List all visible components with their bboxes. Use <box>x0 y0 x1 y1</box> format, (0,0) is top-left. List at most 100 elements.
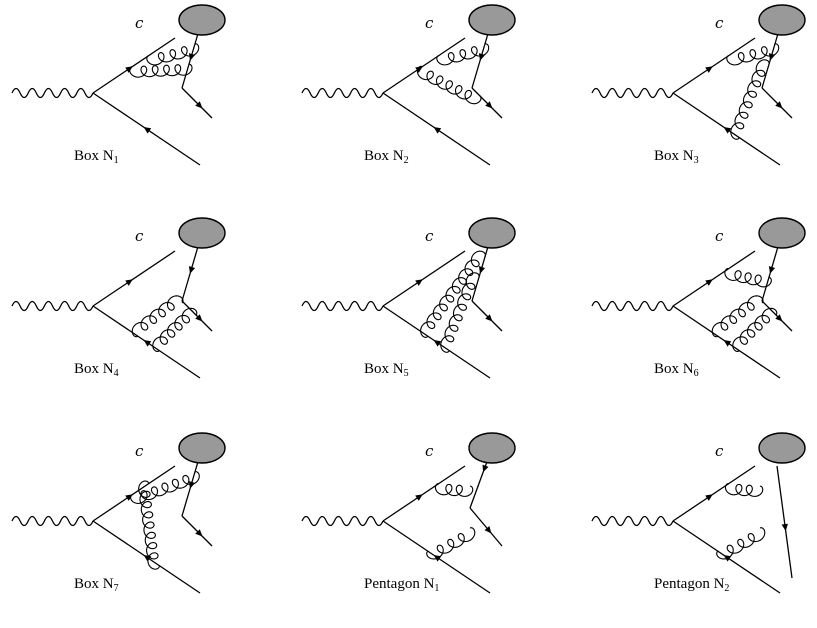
arrow-charm-quark-line <box>415 66 423 73</box>
feynman-diagram <box>591 432 806 594</box>
gluon-line-2 <box>716 527 766 560</box>
diagram-caption: Box N1 <box>74 148 119 166</box>
arrow-outgoing-quark-line <box>195 314 203 322</box>
caption-index: 1 <box>113 155 119 166</box>
gluon-line-1 <box>420 250 487 338</box>
photon-line <box>301 300 384 312</box>
arrow-charm-quark-line <box>415 494 423 501</box>
caption-name: Box N <box>74 361 114 377</box>
quark-label: c <box>715 14 724 32</box>
quark-label: c <box>425 14 434 32</box>
arrow-charm-quark-line <box>705 494 713 501</box>
feynman-diagram <box>591 217 806 379</box>
arrow-charm-quark-line <box>705 279 713 286</box>
arrow-anti-quark-line <box>433 340 442 347</box>
diagram-caption: Box N6 <box>654 361 699 379</box>
diagram-caption: Box N7 <box>74 576 119 594</box>
gluon-line-1 <box>131 295 184 338</box>
charm-quark-line <box>672 465 756 522</box>
quark-label: c <box>135 442 144 460</box>
arrow-anti-quark-line <box>143 340 152 347</box>
arrow-outgoing-quark-line <box>485 314 493 322</box>
bound-state-blob <box>758 217 806 249</box>
photon-line <box>591 515 674 527</box>
diagram-caption: Pentagon N1 <box>364 576 439 594</box>
bound-state-blob <box>178 432 226 464</box>
bound-state-blob <box>178 4 226 36</box>
quark-label: c <box>425 227 434 245</box>
bound-state-blob <box>758 4 806 36</box>
quark-label: c <box>135 14 144 32</box>
gluon-line-1 <box>138 480 160 570</box>
arrow-outgoing-quark-line <box>775 314 783 322</box>
arrow-charm-quark-line <box>705 66 713 73</box>
caption-name: Box N <box>654 361 694 377</box>
outgoing-quark-line <box>181 87 213 119</box>
gluon-line-2 <box>416 65 482 105</box>
gluon-line-1 <box>724 268 772 288</box>
gluon-line-2 <box>730 59 770 140</box>
caption-name: Box N <box>364 361 404 377</box>
caption-name: Pentagon N <box>364 576 435 592</box>
gluon-line-1 <box>726 43 780 66</box>
diagram-caption: Box N3 <box>654 148 699 166</box>
outgoing-quark-line <box>471 87 503 119</box>
caption-index: 5 <box>403 368 409 379</box>
feynman-diagram <box>301 217 516 379</box>
caption-index: 4 <box>113 368 119 379</box>
outgoing-quark-line <box>761 300 793 332</box>
gluon-line-3 <box>732 307 778 352</box>
gluon-line-1 <box>724 483 764 497</box>
feynman-diagram <box>301 432 516 594</box>
gluon-line-2 <box>152 307 198 352</box>
feynman-diagram <box>11 4 226 166</box>
arrow-outgoing-quark-line <box>781 523 788 532</box>
caption-index: 7 <box>113 583 119 594</box>
charm-quark-line <box>92 37 176 94</box>
charm-quark-line <box>382 465 466 522</box>
charm-quark-line <box>382 37 466 94</box>
caption-name: Box N <box>654 148 694 164</box>
arrow-quark-line-from-blob <box>188 266 196 274</box>
arrow-quark-line-from-blob <box>768 266 776 274</box>
outgoing-quark-line <box>761 87 793 119</box>
bound-state-blob <box>178 217 226 249</box>
outgoing-quark-line <box>181 300 213 332</box>
feynman-diagram <box>11 217 226 379</box>
bound-state-blob <box>468 217 516 249</box>
photon-line <box>301 515 384 527</box>
charm-quark-line <box>382 250 466 307</box>
arrow-anti-quark-line <box>723 340 732 347</box>
caption-index: 2 <box>403 155 409 166</box>
arrow-quark-line-from-blob <box>478 266 486 274</box>
quark-label: c <box>715 227 724 245</box>
photon-line <box>11 515 94 527</box>
arrow-anti-quark-line <box>433 127 442 134</box>
gluon-line-1 <box>434 483 474 497</box>
charm-quark-line <box>92 465 176 522</box>
feynman-diagram <box>591 4 806 166</box>
bound-state-blob <box>468 4 516 36</box>
caption-index: 1 <box>434 583 440 594</box>
gluon-line-2 <box>129 63 193 78</box>
feynman-diagram <box>11 432 226 594</box>
arrow-anti-quark-line <box>723 127 732 134</box>
caption-name: Box N <box>74 576 114 592</box>
caption-index: 6 <box>693 368 699 379</box>
caption-index: 3 <box>693 155 699 166</box>
outgoing-quark-line <box>469 507 503 547</box>
caption-index: 2 <box>724 583 730 594</box>
arrow-quark-line-from-blob <box>482 464 489 473</box>
gluon-line-1 <box>436 43 490 66</box>
charm-quark-line <box>672 250 756 307</box>
outgoing-quark-line <box>181 515 213 547</box>
arrow-outgoing-quark-line <box>775 101 783 109</box>
photon-line <box>301 87 384 99</box>
